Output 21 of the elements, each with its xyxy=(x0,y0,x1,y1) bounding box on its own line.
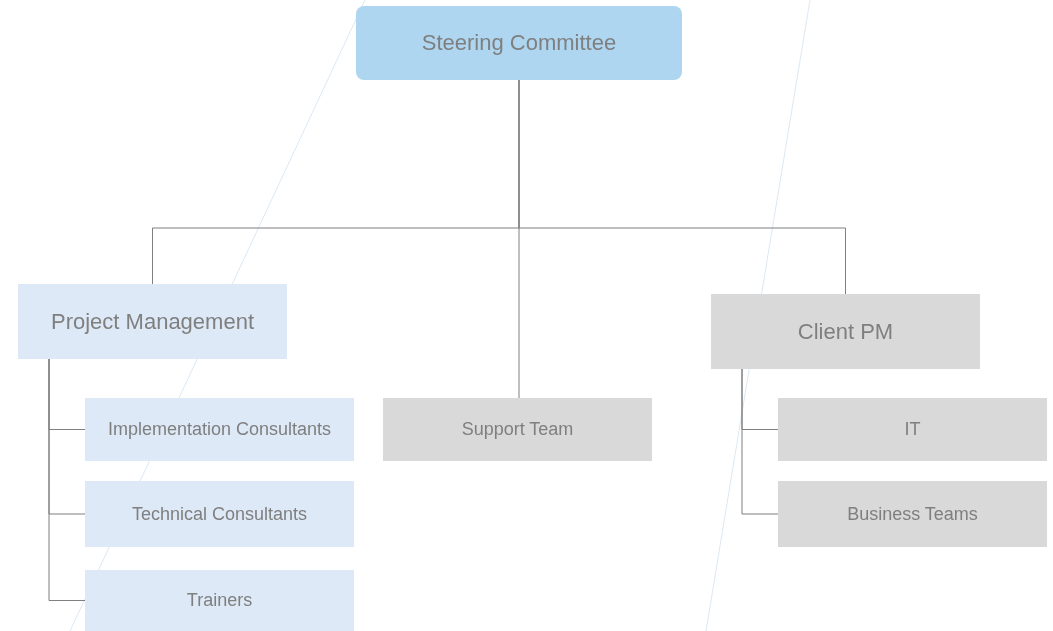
org-box xyxy=(711,294,980,369)
org-box xyxy=(18,284,287,359)
node-label: Support Team xyxy=(461,419,574,440)
node-label: Steering Committee xyxy=(421,30,617,56)
connector-line xyxy=(48,358,86,601)
org-box xyxy=(778,481,1047,547)
org-box xyxy=(383,398,652,461)
node-label: Trainers xyxy=(186,590,253,611)
org-box xyxy=(85,481,354,547)
node-label: Technical Consultants xyxy=(131,503,308,525)
node-label: Client PM xyxy=(797,318,894,345)
node-label: Implementation Consultants xyxy=(107,419,332,440)
org-box xyxy=(85,570,354,631)
connector-line xyxy=(518,79,846,295)
org-box xyxy=(85,398,354,461)
node-label: IT xyxy=(904,419,921,440)
connector-line xyxy=(741,368,779,515)
org-box xyxy=(778,398,1047,461)
node-label: Business Teams xyxy=(847,503,978,525)
node-label: Project Management xyxy=(51,308,254,335)
header-box xyxy=(356,6,682,80)
